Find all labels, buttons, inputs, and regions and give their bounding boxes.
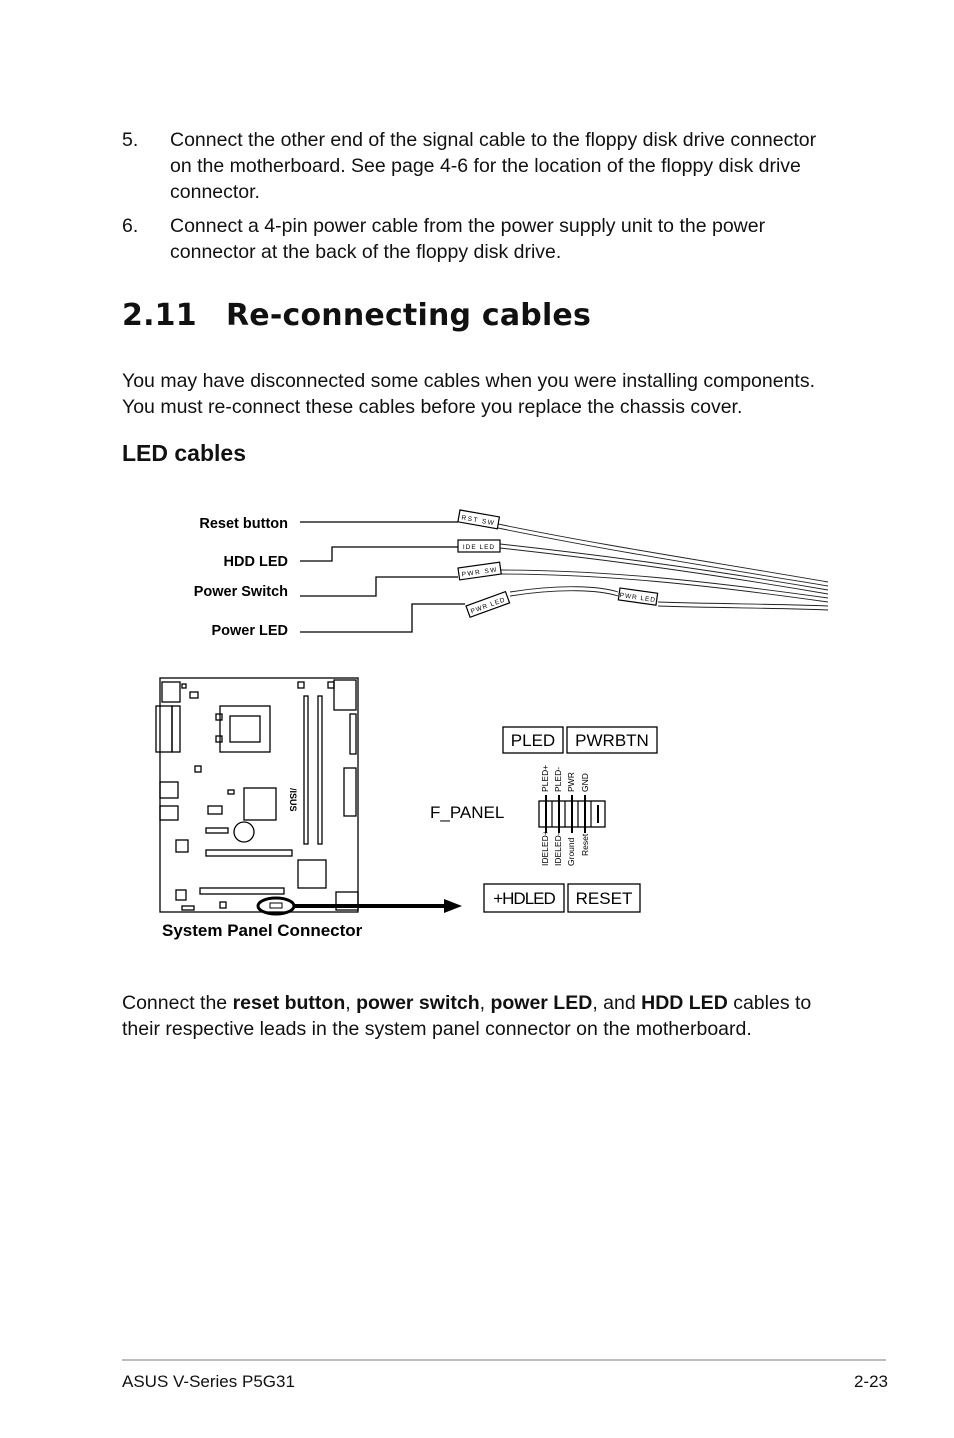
hdled-box xyxy=(483,883,565,913)
svg-text:PWR: PWR xyxy=(566,772,576,792)
pled-label: PLED xyxy=(511,731,555,750)
plug-ide-led: IDE LED xyxy=(457,539,501,553)
term-hdd-led: HDD LED xyxy=(641,992,728,1014)
svg-text:Reset: Reset xyxy=(580,833,590,856)
step-item: 6. Connect a 4-pin power cable from the … xyxy=(122,213,842,265)
step-number: 6. xyxy=(122,215,139,237)
svg-text:PLED+: PLED+ xyxy=(540,765,550,792)
cable-wires xyxy=(497,523,829,611)
cable-label-power-switch: Power Switch xyxy=(194,584,288,600)
plug-pwr-led-2: PWR LED xyxy=(617,587,659,606)
term-power-led: power LED xyxy=(490,992,593,1014)
term-power-switch: power switch xyxy=(356,992,480,1014)
svg-text:/ISUS: /ISUS xyxy=(288,788,298,812)
section-number: 2.11 xyxy=(122,298,197,333)
reset-label: RESET xyxy=(576,889,633,908)
pled-box xyxy=(502,726,564,754)
bottom-pin-labels: IDELED+ IDELED- Ground Reset xyxy=(540,830,590,866)
intro-paragraph: You may have disconnected some cables wh… xyxy=(122,370,816,418)
steps-list: 5. Connect the other end of the signal c… xyxy=(122,127,842,273)
motherboard-asus-mark: /ISUS xyxy=(288,788,298,812)
cable-label-reset-button: Reset button xyxy=(199,516,288,532)
cable-label-power-led: Power LED xyxy=(211,623,288,639)
reset-box xyxy=(567,883,641,913)
svg-text:IDELED-: IDELED- xyxy=(553,832,563,866)
pin-header xyxy=(538,795,606,833)
hdled-label: +HDLED xyxy=(493,889,555,908)
term-reset-button: reset button xyxy=(232,992,346,1014)
conclusion-paragraph: Connect the reset button, power switch, … xyxy=(122,992,812,1040)
step-number: 5. xyxy=(122,129,139,151)
system-panel-diagram: /ISUS System Panel Connector F_PANEL PLE… xyxy=(155,677,658,940)
step-item: 5. Connect the other end of the signal c… xyxy=(122,127,842,205)
f-panel-label: F_PANEL xyxy=(430,803,504,822)
svg-text:IDELED+: IDELED+ xyxy=(540,830,550,866)
page-number: 2-23 xyxy=(853,1372,888,1391)
step-text: Connect the other end of the signal cabl… xyxy=(170,129,817,203)
pwrbtn-box xyxy=(566,726,658,754)
section-heading: 2.11 Re-connecting cables xyxy=(122,298,591,333)
top-pin-labels: PLED+ PLED- PWR GND xyxy=(540,765,590,792)
footer-product: ASUS V-Series P5G31 xyxy=(122,1372,295,1391)
footer-rule xyxy=(122,1359,886,1361)
svg-text:PLED-: PLED- xyxy=(553,767,563,792)
cable-label-hdd-led: HDD LED xyxy=(224,554,288,570)
pointer-arrow xyxy=(294,899,462,913)
plug-rst-sw: RST SW xyxy=(457,509,501,530)
plug-label: IDE LED xyxy=(463,544,495,551)
subsection-heading: LED cables xyxy=(122,440,246,466)
svg-text:GND: GND xyxy=(580,773,590,792)
svg-text:Ground: Ground xyxy=(566,837,576,866)
leader-lines xyxy=(300,521,465,633)
led-cable-diagram: Reset button HDD LED Power Switch Power … xyxy=(194,509,829,639)
system-panel-caption: System Panel Connector xyxy=(162,921,363,940)
plug-pwr-sw: PWR SW xyxy=(457,561,502,581)
plug-pwr-led-1: PWR LED xyxy=(465,590,511,619)
step-text: Connect a 4-pin power cable from the pow… xyxy=(170,215,766,263)
pwrbtn-label: PWRBTN xyxy=(575,731,649,750)
motherboard-outline xyxy=(155,677,359,913)
section-title: Re-connecting cables xyxy=(226,298,592,333)
